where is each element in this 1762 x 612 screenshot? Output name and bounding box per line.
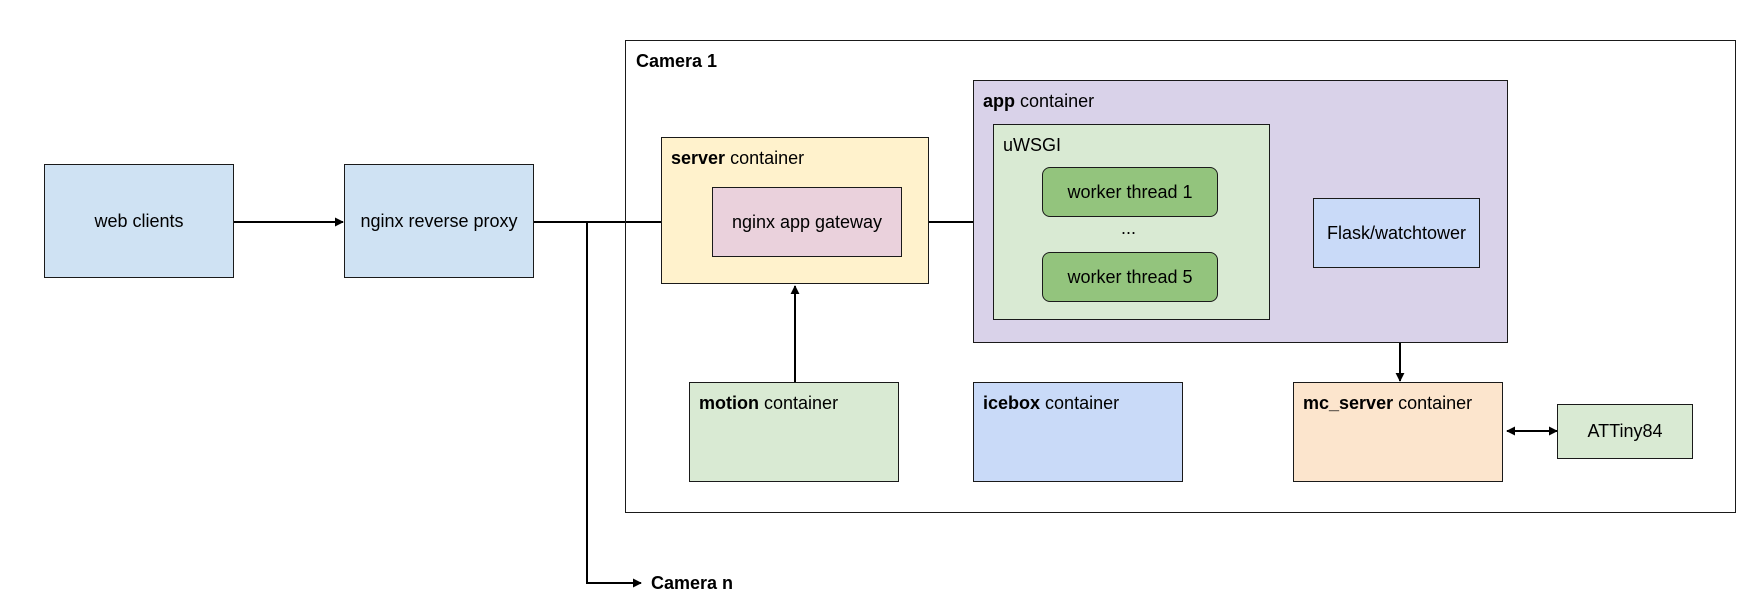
server-container-name: server xyxy=(671,148,726,168)
attiny84-label: ATTiny84 xyxy=(1587,421,1663,441)
nginx-reverse-proxy-label: nginx reverse proxy xyxy=(360,210,518,231)
nginx-app-gateway-label: nginx app gateway xyxy=(731,211,883,232)
server-container-suffix: container xyxy=(730,148,805,168)
icebox-container-name: icebox xyxy=(983,393,1041,413)
icebox-container-label: icebox container xyxy=(983,393,1119,414)
motion-container-label: motion container xyxy=(699,393,838,414)
mc-server-container-name: mc_server xyxy=(1303,393,1394,413)
worker-ellipsis: ... xyxy=(1121,218,1137,238)
attiny84-box: ATTiny84 xyxy=(1557,404,1693,459)
motion-container-box xyxy=(689,382,899,482)
uwsgi-label: uWSGI xyxy=(1003,135,1062,155)
worker-thread-1-box: worker thread 1 xyxy=(1042,167,1218,217)
mc-server-container-label: mc_server container xyxy=(1303,393,1472,414)
worker-thread-1-label: worker thread 1 xyxy=(1067,181,1193,202)
nginx-app-gateway-box: nginx app gateway xyxy=(712,187,902,257)
icebox-container-box xyxy=(973,382,1183,482)
app-container-label: app container xyxy=(983,91,1094,112)
worker-thread-5-box: worker thread 5 xyxy=(1042,252,1218,302)
flask-watchtower-label: Flask/watchtower xyxy=(1326,222,1467,243)
icebox-container-suffix: container xyxy=(1045,393,1120,413)
flask-watchtower-box: Flask/watchtower xyxy=(1313,198,1480,268)
camera-1-label: Camera 1 xyxy=(636,51,718,71)
worker-thread-5-label: worker thread 5 xyxy=(1067,266,1193,287)
motion-container-suffix: container xyxy=(764,393,839,413)
app-container-name: app xyxy=(983,91,1016,111)
mc-server-container-suffix: container xyxy=(1398,393,1473,413)
web-clients-box: web clients xyxy=(44,164,234,278)
nginx-reverse-proxy-box: nginx reverse proxy xyxy=(344,164,534,278)
motion-container-name: motion xyxy=(699,393,759,413)
arrow-proxy-to-camera-n xyxy=(586,222,642,588)
app-container-suffix: container xyxy=(1020,91,1095,111)
mc-server-container-box xyxy=(1293,382,1503,482)
web-clients-label: web clients xyxy=(94,210,184,231)
camera-n-label: Camera n xyxy=(651,573,734,593)
server-container-label: server container xyxy=(671,148,804,169)
camera-1-frame xyxy=(625,40,1736,513)
